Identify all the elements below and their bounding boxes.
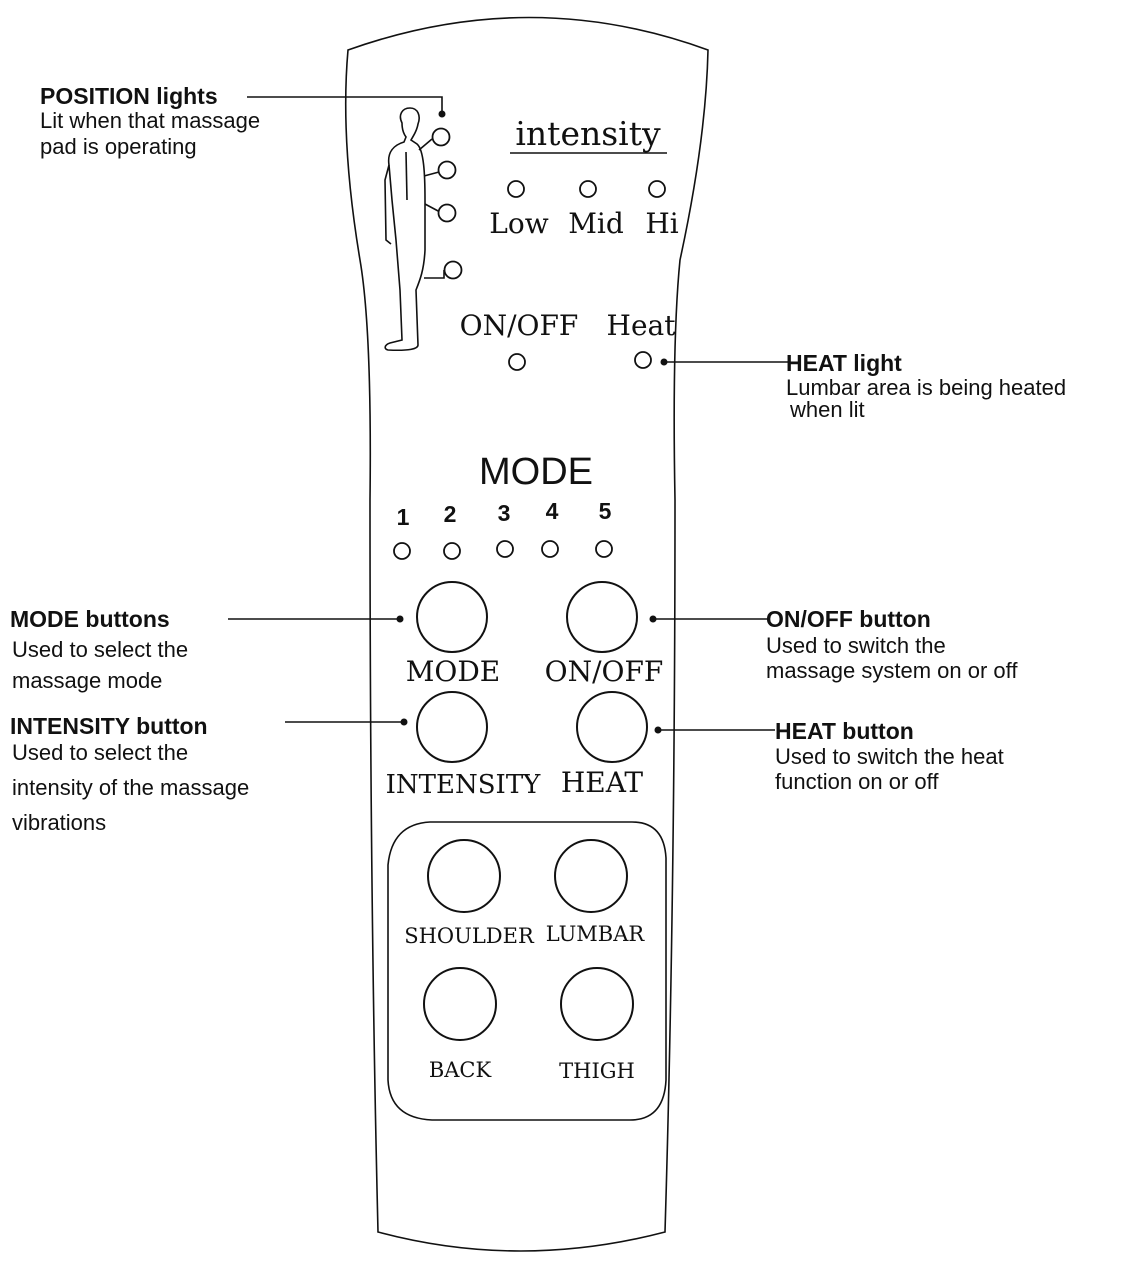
shoulder-button-label: SHOULDER [404,924,535,948]
mode-number-2: 2 [444,501,457,527]
callout-position-lights: POSITION lights Lit when that massage pa… [40,83,260,159]
callout-intensity-button-line-1: Used to select the [12,740,188,765]
callout-onoff-button-line-1: Used to switch the [766,633,946,658]
mode-title: MODE [479,451,593,493]
onoff-light [508,353,526,371]
mode-button-label: MODE [406,655,501,688]
intensity-label-low: Low [489,207,548,240]
heat-button-label: HEAT [561,766,644,799]
callout-mode-buttons-line-1: Used to select the [12,637,188,662]
mode-light-1 [393,542,411,560]
intensity-light-hi [648,180,666,198]
shoulder-button[interactable] [427,839,501,913]
heat-light [634,351,652,369]
callout-heat-button: HEAT button Used to switch the heat func… [775,718,1004,794]
lumbar-button[interactable] [554,839,628,913]
callout-heat-light: HEAT light Lumbar area is being heated w… [786,350,1066,422]
callout-mode-buttons-line-2: massage mode [12,668,162,693]
callout-mode-buttons-title: MODE buttons [10,606,170,632]
intensity-light-mid [579,180,597,198]
onoff-light-label: ON/OFF [460,309,579,342]
thigh-button[interactable] [560,967,634,1041]
mode-number-4: 4 [546,498,559,524]
remote-body-outline [344,16,709,1252]
onoff-button-label: ON/OFF [545,655,664,688]
intensity-button-label: INTENSITY [386,770,542,800]
intensity-label-hi: Hi [645,207,678,240]
mode-number-3: 3 [498,500,511,526]
heat-light-label: Heat [607,309,677,342]
callout-intensity-button: INTENSITY button Used to select the inte… [10,713,249,835]
callout-intensity-button-line-3: vibrations [12,810,106,835]
intensity-button[interactable] [416,691,488,763]
callout-heat-light-line-1: Lumbar area is being heated [786,375,1066,400]
callout-mode-buttons: MODE buttons Used to select the massage … [10,606,188,693]
mode-light-3 [496,540,514,558]
back-button[interactable] [423,967,497,1041]
mode-light-2 [443,542,461,560]
callout-heat-button-line-1: Used to switch the heat [775,744,1004,769]
callout-intensity-button-line-2: intensity of the massage [12,775,249,800]
thigh-button-label: THIGH [559,1059,635,1083]
mode-button[interactable] [416,581,488,653]
callout-heat-light-title: HEAT light [786,350,902,376]
mode-light-5 [595,540,613,558]
callout-heat-button-line-2: function on or off [775,769,939,794]
callout-onoff-button-title: ON/OFF button [766,606,931,632]
heat-button[interactable] [576,691,648,763]
mode-number-1: 1 [397,504,410,530]
callout-intensity-button-title: INTENSITY button [10,713,208,739]
callout-onoff-button: ON/OFF button Used to switch the massage… [766,606,1018,683]
zone-button-panel [387,821,667,1121]
lumbar-button-label: LUMBAR [546,922,646,946]
callout-position-lights-line-1: Lit when that massage [40,108,260,133]
intensity-label-mid: Mid [568,207,624,240]
human-figure-icon [384,107,426,352]
callout-position-lights-line-2: pad is operating [40,134,197,159]
callout-position-lights-title: POSITION lights [40,83,218,109]
intensity-light-low [507,180,525,198]
position-light-lumbar [437,203,457,223]
position-light-thigh [443,260,463,280]
onoff-button[interactable] [566,581,638,653]
back-button-label: BACK [429,1058,492,1082]
intensity-title: intensity [515,114,661,153]
callout-onoff-button-line-2: massage system on or off [766,658,1018,683]
position-light-shoulder [431,127,451,147]
position-light-upper-back [437,160,457,180]
mode-light-4 [541,540,559,558]
mode-number-5: 5 [599,498,612,524]
callout-heat-button-title: HEAT button [775,718,914,744]
callout-leaders [228,96,790,734]
callout-heat-light-line-2: when lit [789,397,865,422]
